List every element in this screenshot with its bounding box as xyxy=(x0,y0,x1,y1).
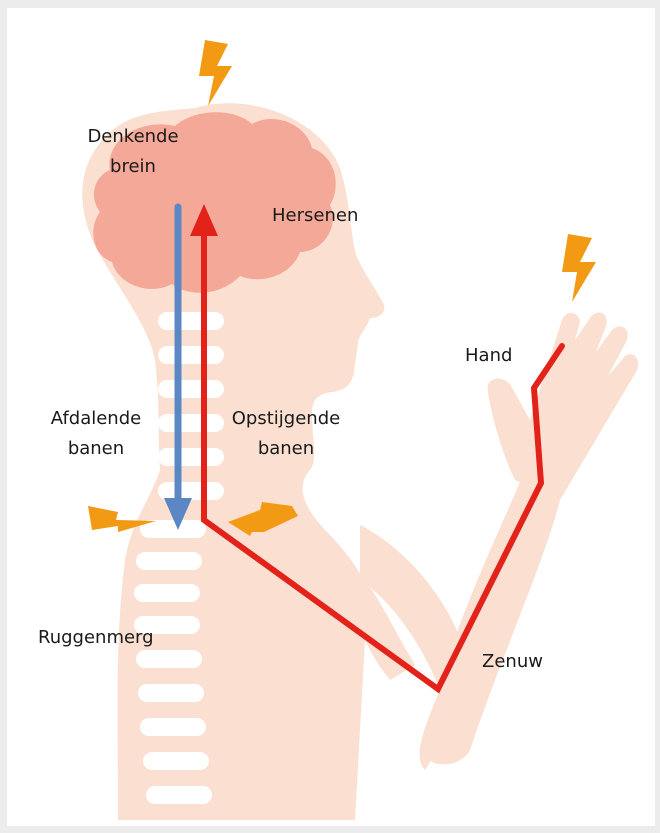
label-thinking-brain: Denkende brein xyxy=(78,122,188,182)
vertebra xyxy=(158,448,224,466)
vertebra xyxy=(134,584,200,602)
vertebra xyxy=(158,346,224,364)
vertebra xyxy=(146,786,212,804)
label-nerve: Zenuw xyxy=(482,647,543,677)
label-ascending-pathways: Opstijgende banen xyxy=(224,404,348,464)
label-descending-pathways: Afdalende banen xyxy=(40,404,152,464)
vertebra xyxy=(158,380,224,398)
vertebra xyxy=(158,482,224,500)
label-spinal-cord: Ruggenmerg xyxy=(38,623,154,653)
label-ascending-line1: Opstijgende xyxy=(224,404,348,434)
vertebra xyxy=(140,718,206,736)
label-ascending-line2: banen xyxy=(224,434,348,464)
vertebra xyxy=(158,414,224,432)
label-thinking-brain-line1: Denkende xyxy=(78,122,188,152)
vertebra xyxy=(138,684,204,702)
label-descending-line1: Afdalende xyxy=(40,404,152,434)
label-brain: Hersenen xyxy=(272,201,358,231)
label-hand: Hand xyxy=(465,341,512,371)
vertebra xyxy=(158,312,224,330)
label-descending-line2: banen xyxy=(40,434,152,464)
vertebra xyxy=(136,552,202,570)
vertebra xyxy=(143,752,209,770)
lightning-bolt-icon xyxy=(562,234,596,302)
lightning-bolt-icon xyxy=(199,40,232,106)
label-thinking-brain-line2: brein xyxy=(78,152,188,182)
